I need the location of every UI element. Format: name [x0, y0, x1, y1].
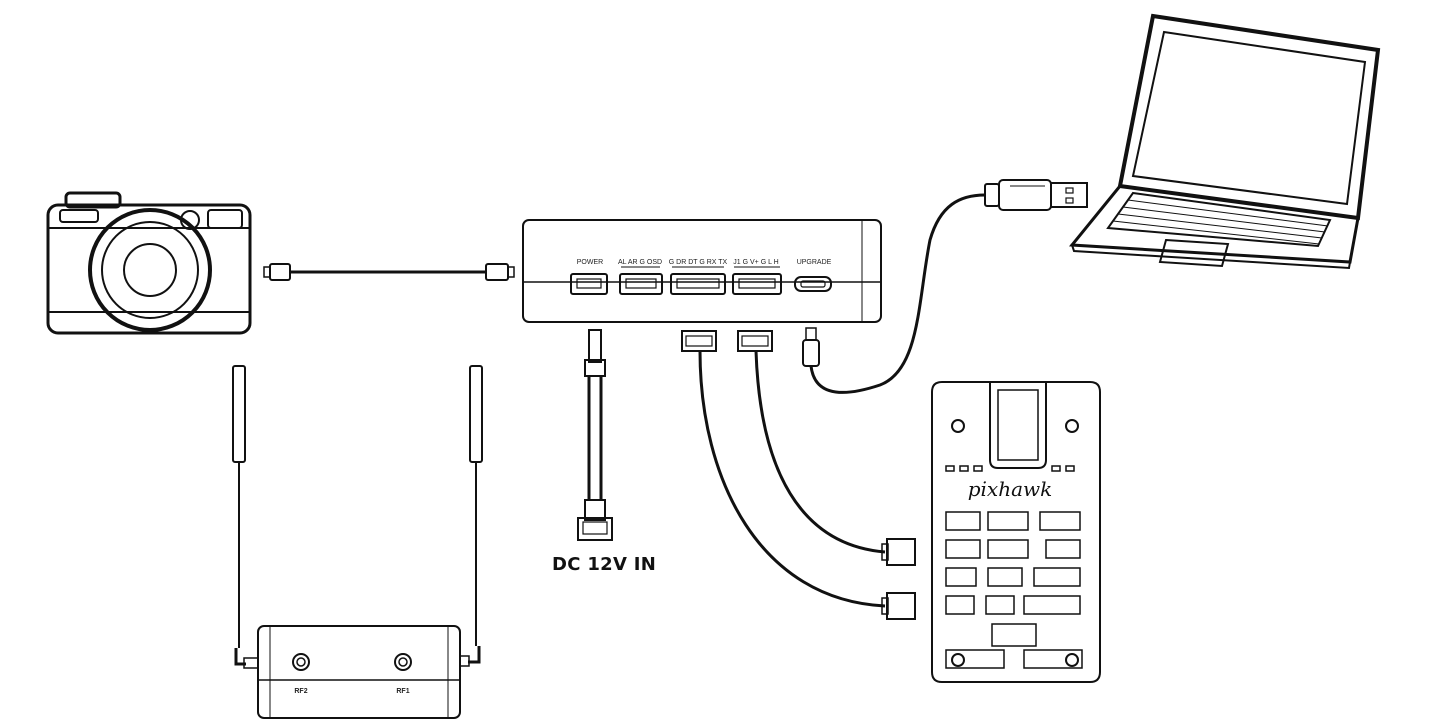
port-label-upgrade: UPGRADE	[797, 259, 832, 266]
power-port	[570, 273, 608, 295]
can-cable	[737, 330, 916, 566]
video-hub: POWER AL AR G OSD G DR DT G RX TX J1 G V…	[522, 219, 882, 323]
port-label-osd: AL AR G OSD	[618, 259, 662, 266]
port-label-uart: G DR DT G RX TX	[669, 259, 728, 266]
power-cable	[577, 329, 613, 541]
uart-cable	[681, 330, 916, 620]
pixhawk-board-icon	[931, 381, 1101, 683]
osd-port	[619, 273, 663, 295]
radio-module-icon: RF2 RF1	[257, 625, 461, 719]
uart-port	[670, 273, 726, 295]
usb-cable	[802, 193, 986, 394]
power-input-caption: DC 12V IN	[552, 554, 657, 575]
pixhawk-brand: pixhawk	[968, 477, 1053, 501]
antenna-icon	[454, 365, 483, 667]
usb-plug-icon	[984, 179, 1088, 211]
camera-cable	[263, 263, 515, 281]
antenna-icon	[232, 365, 259, 669]
rf2-label: RF2	[294, 688, 307, 695]
camera-icon	[46, 191, 252, 335]
port-label-can: J1 G V+ G L H	[733, 259, 778, 266]
port-label-power: POWER	[577, 259, 603, 266]
upgrade-port	[794, 276, 832, 292]
laptop-icon	[1068, 13, 1381, 270]
rf1-label: RF1	[396, 688, 409, 695]
can-port	[732, 273, 782, 295]
